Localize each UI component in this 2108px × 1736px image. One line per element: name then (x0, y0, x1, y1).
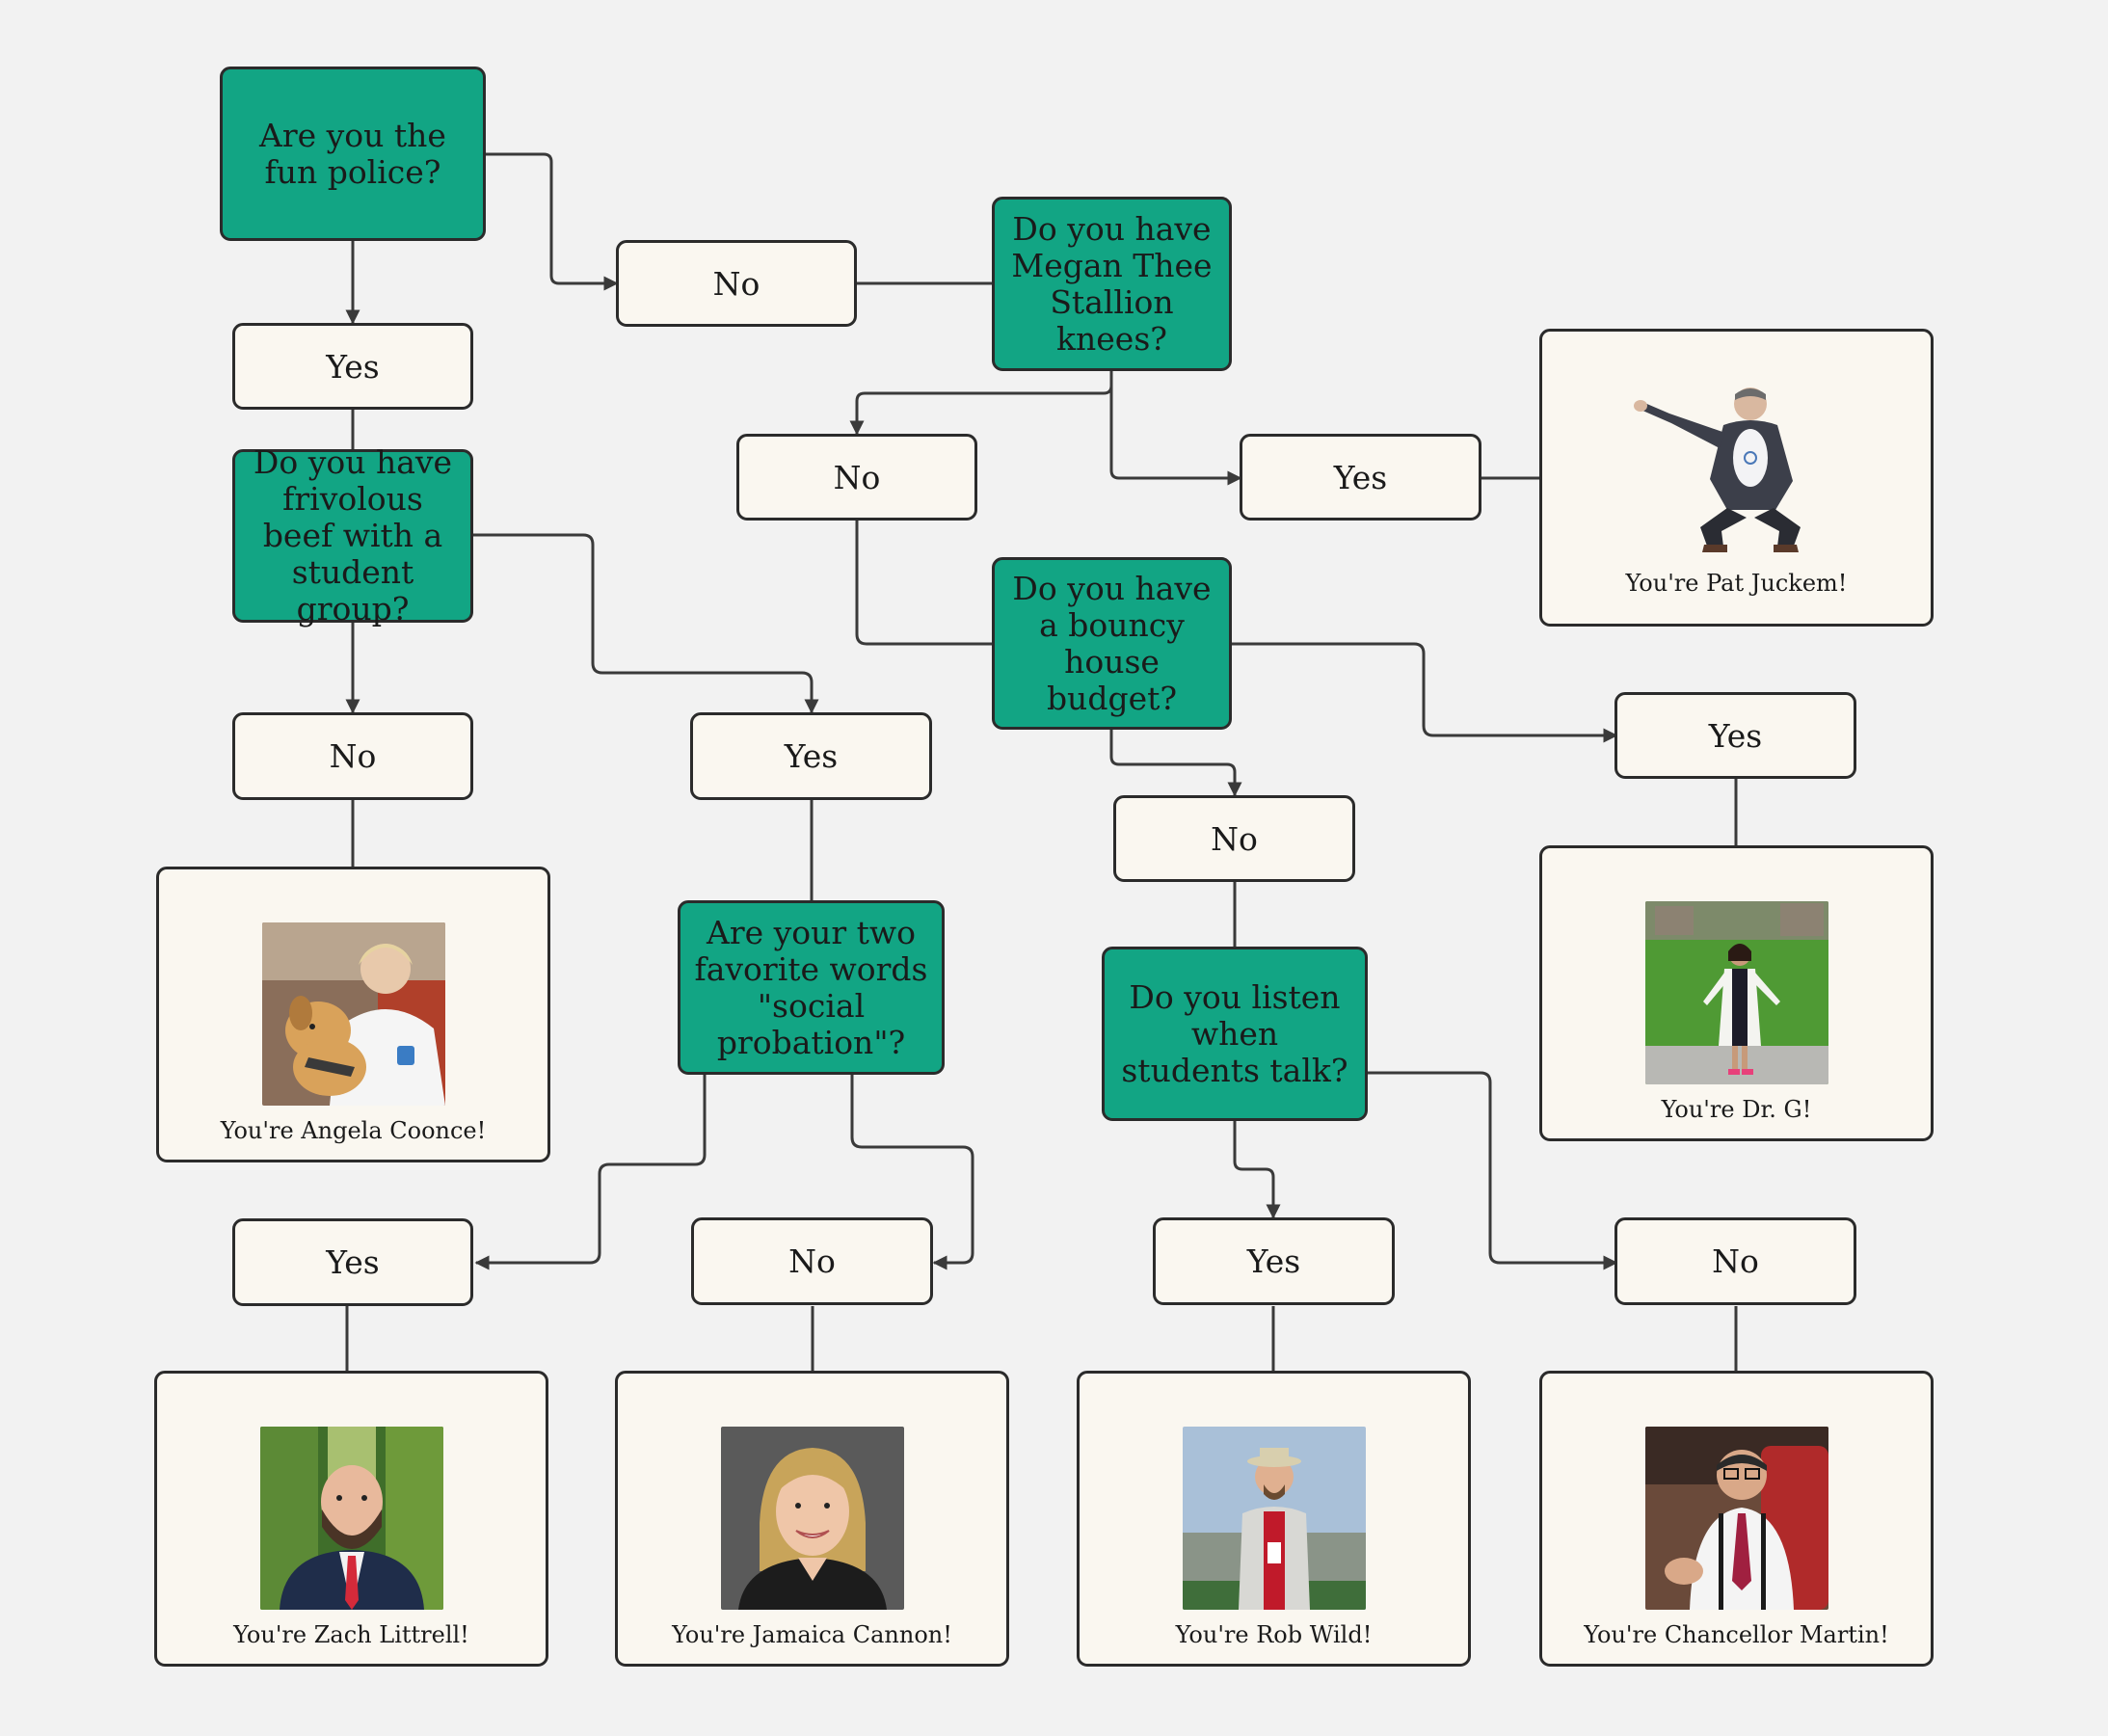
edge-megan-no (849, 371, 1113, 436)
result-caption: You're Rob Wild! (1175, 1621, 1373, 1648)
rob-wild-photo (1182, 1427, 1366, 1610)
answer-label: Yes (326, 1243, 380, 1281)
answer-bouncy-no: No (1113, 795, 1355, 882)
answer-label: No (329, 737, 377, 775)
edge-listen-yes (1233, 1120, 1281, 1219)
edge-bouncy-yes (1231, 642, 1618, 743)
answer-label: Yes (784, 737, 839, 775)
dr-g-photo (1644, 901, 1828, 1084)
result-caption: You're Angela Coonce! (220, 1117, 487, 1144)
result-rob-wild: You're Rob Wild! (1077, 1371, 1471, 1667)
answer-label: No (1211, 819, 1258, 858)
pat-juckem-photo (1631, 365, 1843, 558)
edge-funpolice-no (486, 152, 619, 291)
answer-megan-yes: Yes (1240, 434, 1481, 521)
answer-label: No (788, 1242, 836, 1280)
answer-megan-no: No (736, 434, 977, 521)
answer-listen-no: No (1614, 1217, 1856, 1305)
answer-label: Yes (326, 347, 380, 386)
answer-beef-no: No (232, 712, 473, 800)
edge-beef-yes (473, 533, 819, 714)
result-caption: You're Zach Littrell! (233, 1621, 469, 1648)
answer-listen-yes: Yes (1153, 1217, 1395, 1305)
result-dr-g: You're Dr. G! (1539, 845, 1934, 1141)
result-angela-coonce: You're Angela Coonce! (156, 867, 550, 1162)
question-megan-knees: Do you have Megan Thee Stallion knees? (992, 197, 1232, 371)
answer-label: No (833, 458, 881, 496)
answer-label: No (1712, 1242, 1759, 1280)
question-frivolous-beef-text: Do you have frivolous beef with a studen… (253, 443, 453, 628)
result-caption: You're Dr. G! (1661, 1096, 1812, 1123)
answer-probation-no: No (691, 1217, 933, 1305)
edge-probation-yes (474, 1075, 707, 1270)
question-bouncy-house: Do you have a bouncy house budget? (992, 557, 1232, 730)
result-caption: You're Chancellor Martin! (1584, 1621, 1889, 1648)
result-pat-juckem: You're Pat Juckem! (1539, 329, 1934, 627)
edge-megan-yes (1109, 371, 1242, 486)
result-caption: You're Pat Juckem! (1625, 570, 1848, 597)
edge-probation-no (850, 1075, 974, 1270)
question-megan-knees-text: Do you have Megan Thee Stallion knees? (1011, 209, 1213, 358)
jamaica-cannon-photo (720, 1427, 904, 1610)
result-jamaica-cannon: You're Jamaica Cannon! (615, 1371, 1009, 1667)
answer-label: Yes (1708, 716, 1763, 755)
edge-no-bouncy (855, 521, 992, 646)
question-bouncy-house-text: Do you have a bouncy house budget? (1012, 569, 1212, 717)
question-fun-police: Are you the fun police? (220, 67, 486, 241)
question-frivolous-beef: Do you have frivolous beef with a studen… (232, 444, 473, 628)
question-social-probation: Are your two favorite words "social prob… (678, 900, 945, 1075)
answer-probation-yes: Yes (232, 1218, 473, 1306)
answer-label: No (712, 264, 760, 303)
answer-fun-police-no: No (616, 240, 857, 327)
result-chancellor-martin: You're Chancellor Martin! (1539, 1371, 1934, 1667)
question-listen-students: Do you listen when students talk? (1102, 947, 1368, 1121)
answer-bouncy-yes: Yes (1614, 692, 1856, 779)
edge-bouncy-no (1109, 730, 1242, 797)
zach-littrell-photo (259, 1427, 443, 1610)
question-social-probation-text: Are your two favorite words "social prob… (694, 913, 928, 1061)
answer-beef-yes: Yes (690, 712, 932, 800)
answer-label: Yes (1246, 1242, 1301, 1280)
question-fun-police-text: Are you the fun police? (259, 116, 446, 191)
edge-listen-no (1367, 1071, 1618, 1270)
result-caption: You're Jamaica Cannon! (672, 1621, 952, 1648)
angela-coonce-photo (261, 922, 445, 1106)
chancellor-martin-photo (1644, 1427, 1828, 1610)
answer-fun-police-yes: Yes (232, 323, 473, 410)
answer-label: Yes (1333, 458, 1388, 496)
question-listen-students-text: Do you listen when students talk? (1121, 977, 1348, 1089)
result-zach-littrell: You're Zach Littrell! (154, 1371, 548, 1667)
